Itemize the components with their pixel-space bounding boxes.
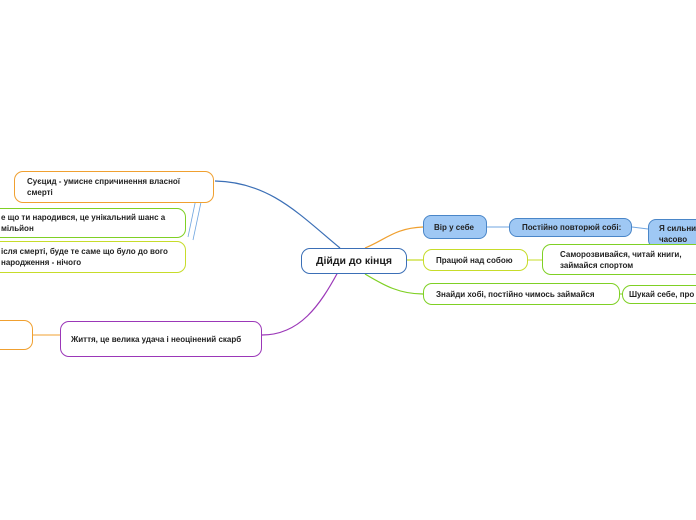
topic-hobby-label: Знайди хобі, постійно чимось займайся: [436, 289, 595, 299]
topic-suicide-label: Суєцид - умисне спричинення власної смер…: [27, 177, 181, 197]
central-topic-label: Дійди до кінця: [316, 254, 392, 267]
topic-search-self[interactable]: Шукай себе, про: [622, 285, 696, 304]
topic-self-develop-label: Саморозвивайся, читай книги, займайся сп…: [560, 249, 682, 270]
topic-after-death-label: ісля смерті, буде те саме що було до вог…: [1, 247, 168, 267]
topic-work[interactable]: Працюй над собою: [423, 249, 528, 271]
topic-repeat-label: Постійно повторюй собі:: [522, 223, 622, 232]
topic-life-treasure-label: Життя, це велика удача і неоцінений скар…: [71, 334, 242, 344]
topic-search-self-label: Шукай себе, про: [629, 290, 695, 299]
topic-strong-label: Я сильни часово: [659, 223, 696, 244]
central-topic[interactable]: Дійди до кінця: [301, 248, 407, 274]
topic-repeat[interactable]: Постійно повторюй собі:: [509, 218, 632, 237]
topic-after-death[interactable]: ісля смерті, буде те саме що було до вог…: [0, 241, 186, 273]
topic-work-label: Працюй над собою: [436, 255, 513, 265]
topic-unique-chance[interactable]: е що ти народився, це унікальний шанс а …: [0, 208, 186, 238]
topic-life-treasure[interactable]: Життя, це велика удача і неоцінений скар…: [60, 321, 262, 357]
topic-believe-label: Вір у себе: [434, 222, 474, 232]
topic-hobby[interactable]: Знайди хобі, постійно чимось займайся: [423, 283, 620, 305]
topic-strong[interactable]: Я сильни часово: [648, 219, 696, 248]
topic-suicide[interactable]: Суєцид - умисне спричинення власної смер…: [14, 171, 214, 203]
topic-believe[interactable]: Вір у себе: [423, 215, 487, 239]
topic-self-develop[interactable]: Саморозвивайся, читай книги, займайся сп…: [542, 244, 696, 275]
topic-offscreen-left[interactable]: [0, 320, 33, 350]
topic-unique-chance-label: е що ти народився, це унікальний шанс а …: [1, 213, 166, 233]
